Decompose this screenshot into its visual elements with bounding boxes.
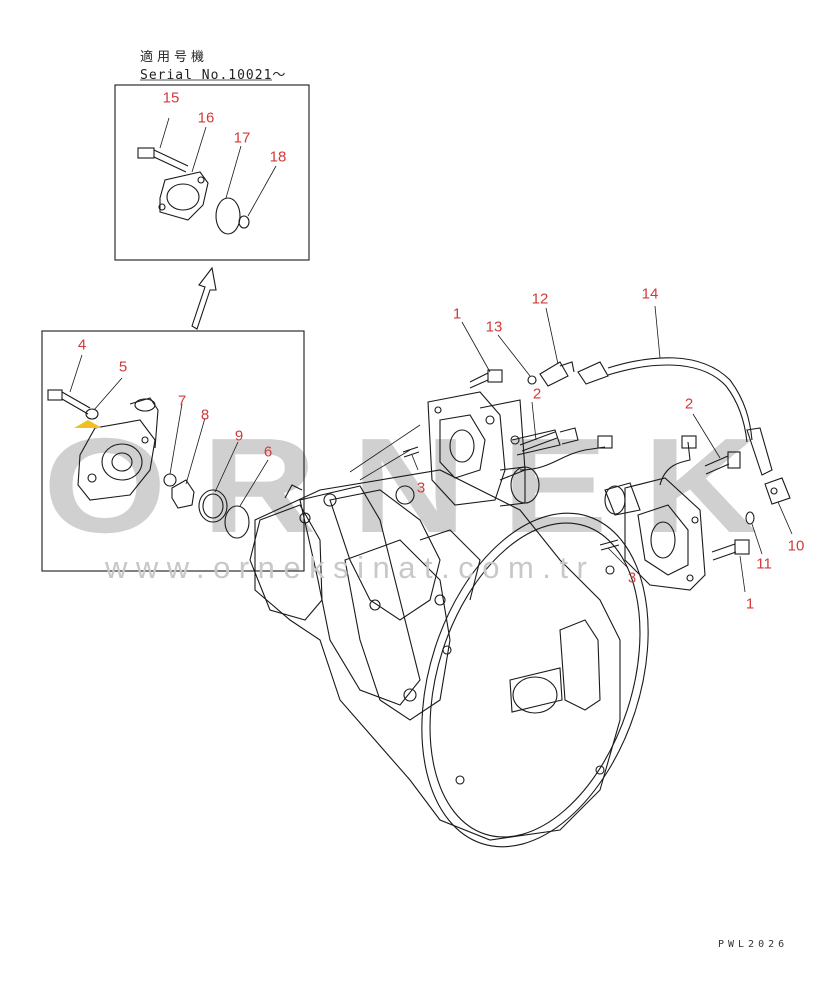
o-ring-18 bbox=[238, 215, 250, 229]
fitting-10 bbox=[764, 477, 791, 505]
callout-3-lower: 3 bbox=[627, 569, 637, 587]
fitting-12 bbox=[539, 361, 575, 387]
o-ring-7 bbox=[163, 473, 177, 487]
detail-box-left bbox=[41, 330, 305, 572]
callout-1-upper: 1 bbox=[452, 305, 462, 323]
callout-4: 4 bbox=[77, 336, 87, 354]
callout-14: 14 bbox=[641, 285, 659, 303]
callout-16: 16 bbox=[197, 109, 215, 127]
watermark-logo-text: ORNEK bbox=[43, 432, 793, 538]
hose-14 bbox=[577, 357, 773, 476]
bolt-4 bbox=[47, 389, 91, 415]
washer-5 bbox=[85, 408, 99, 420]
o-ring-6 bbox=[224, 505, 250, 539]
bolt-1-lower bbox=[711, 539, 750, 561]
callout-15: 15 bbox=[162, 89, 180, 107]
callout-6: 6 bbox=[263, 443, 273, 461]
callout-5: 5 bbox=[118, 358, 128, 376]
regulator-valve-upper bbox=[427, 391, 613, 507]
leader-lines-main bbox=[349, 305, 793, 593]
coupling-8 bbox=[171, 479, 195, 509]
callout-12: 12 bbox=[531, 290, 549, 308]
regulator-valve-lower bbox=[604, 435, 706, 591]
callout-3-upper: 3 bbox=[416, 479, 426, 497]
serial-label-japanese: 適用号機 bbox=[140, 50, 209, 65]
leader-lines-left bbox=[69, 354, 269, 507]
callout-8: 8 bbox=[200, 406, 210, 424]
main-pump-body bbox=[249, 469, 621, 841]
pin-3-upper bbox=[402, 446, 420, 458]
callout-1-lower: 1 bbox=[745, 595, 755, 613]
callout-2-upper: 2 bbox=[532, 385, 542, 403]
callout-2-lower: 2 bbox=[684, 395, 694, 413]
callout-13: 13 bbox=[485, 318, 503, 336]
watermark-url: www.orneksinat.com.tr bbox=[105, 550, 596, 585]
flange-16 bbox=[158, 171, 209, 221]
o-ring-11 bbox=[745, 511, 755, 525]
bolt-2-lower bbox=[704, 451, 741, 475]
mounting-flange bbox=[421, 512, 649, 848]
callout-10: 10 bbox=[787, 537, 805, 555]
watermark-logo: ORNEK bbox=[43, 432, 793, 538]
callout-11: 11 bbox=[756, 555, 772, 573]
highlight-mark-icon bbox=[74, 420, 102, 428]
arrow-up-icon bbox=[191, 266, 217, 330]
bolt-15 bbox=[137, 147, 189, 173]
pump-housing bbox=[77, 397, 159, 501]
callout-17: 17 bbox=[233, 129, 251, 147]
callout-7: 7 bbox=[177, 392, 187, 410]
bolt-1-upper bbox=[469, 369, 503, 389]
leader-lines-top bbox=[159, 117, 277, 217]
o-ring-17 bbox=[215, 197, 241, 235]
o-ring-13 bbox=[527, 375, 537, 385]
pin-3-lower bbox=[599, 539, 620, 551]
seal-9 bbox=[198, 489, 228, 523]
callout-18: 18 bbox=[269, 148, 287, 166]
callout-9: 9 bbox=[234, 427, 244, 445]
bolt-2-upper bbox=[519, 431, 558, 452]
detail-box-serial bbox=[114, 79, 310, 261]
drawing-code: PWL2026 bbox=[718, 939, 789, 950]
serial-number-label: Serial No.10021～ bbox=[140, 68, 287, 83]
